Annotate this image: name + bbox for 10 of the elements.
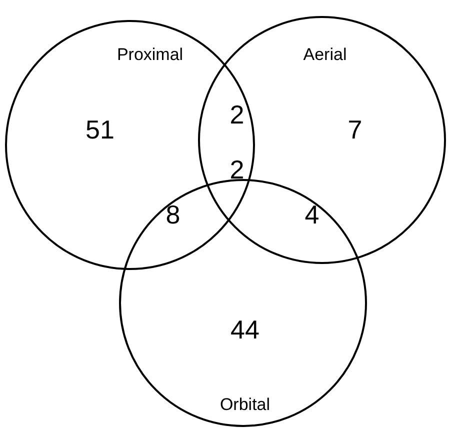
set-label: Proximal <box>116 45 184 65</box>
count-label: 8 <box>166 200 180 230</box>
count-label: 44 <box>230 314 260 346</box>
count-label: 2 <box>230 154 244 186</box>
count-label: 7 <box>348 114 362 146</box>
count-label: 4 <box>304 200 320 230</box>
set-label: Orbital <box>220 395 270 415</box>
set-label: Aerial <box>303 45 347 65</box>
count-label: 51 <box>86 114 114 146</box>
count-label: 2 <box>230 100 244 130</box>
